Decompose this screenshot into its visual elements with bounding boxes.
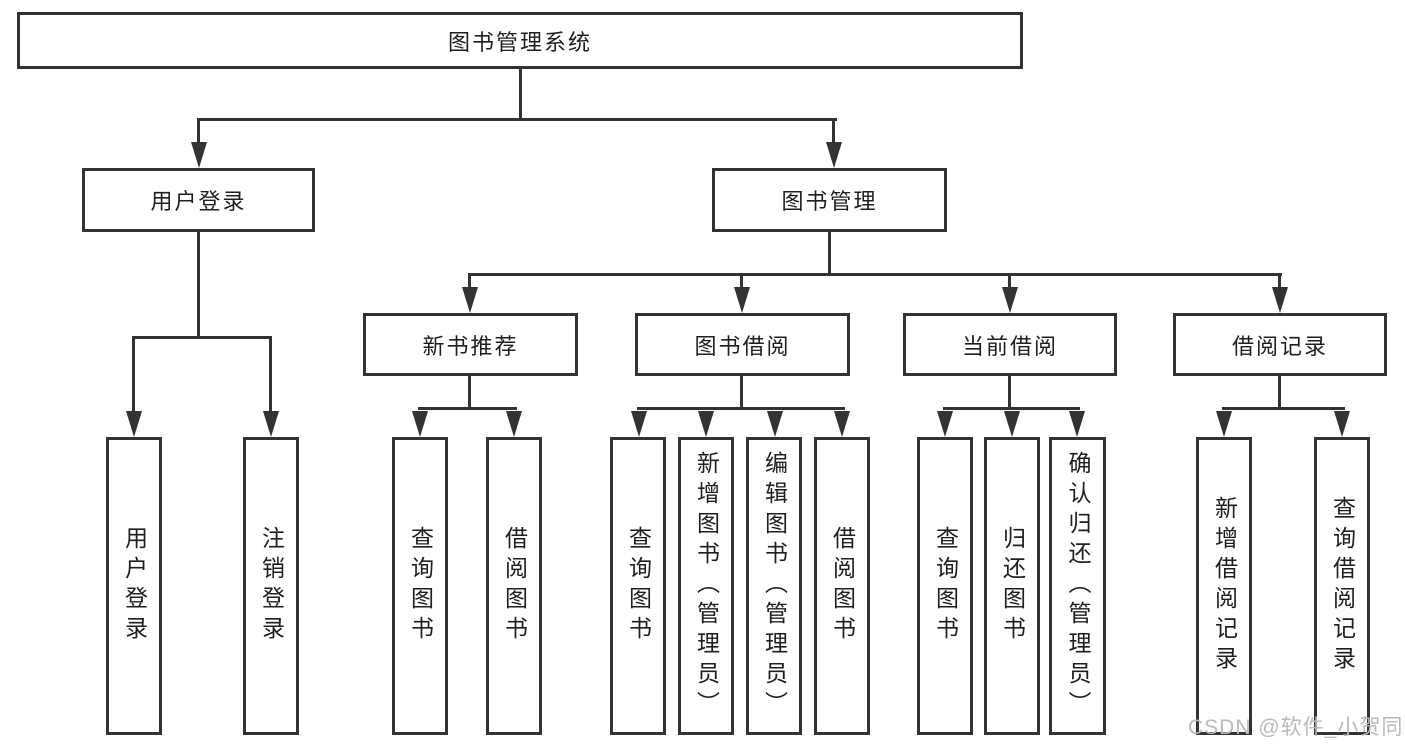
leaf-add-book-admin: 新增图书（管理员）: [678, 437, 734, 735]
leaf-return-book: 归还图书: [984, 437, 1040, 735]
node-label: 当前借阅: [961, 333, 1058, 359]
leaf-edit-book-admin: 编辑图书（管理员）: [746, 437, 802, 735]
node-label: 图书借阅: [694, 333, 791, 359]
connector-line: [418, 407, 517, 410]
leaf-logout-login: 注销登录: [243, 437, 299, 735]
leaf-query-books-current: 查询图书: [917, 437, 973, 735]
node-new-book-recommend: 新书推荐: [363, 313, 578, 376]
arrow-down-icon: [462, 287, 478, 313]
arrow-down-icon: [826, 142, 842, 168]
arrow-down-icon: [734, 287, 750, 313]
arrow-down-icon: [767, 411, 783, 437]
connector-line: [468, 273, 471, 290]
node-user-login: 用户登录: [82, 168, 315, 232]
connector-line: [943, 407, 1080, 410]
leaf-add-borrow-record: 新增借阅记录: [1196, 437, 1252, 735]
connector-line: [828, 232, 831, 275]
arrow-down-icon: [126, 411, 142, 437]
node-label: 查询图书: [407, 526, 434, 646]
node-label: 新增图书（管理员）: [693, 451, 720, 721]
leaf-query-books-borrowing: 查询图书: [610, 437, 666, 735]
connector-line: [1008, 376, 1011, 409]
node-label: 查询借阅记录: [1329, 496, 1356, 676]
connector-line: [1008, 273, 1011, 290]
node-label: 新增借阅记录: [1211, 496, 1238, 676]
connector-line: [832, 118, 835, 145]
leaf-borrow-books: 借阅图书: [814, 437, 870, 735]
connector-line: [637, 407, 845, 410]
connector-line: [469, 273, 1282, 276]
node-book-management: 图书管理: [712, 168, 947, 232]
arrow-down-icon: [1334, 411, 1350, 437]
arrow-down-icon: [834, 411, 850, 437]
arrow-down-icon: [698, 411, 714, 437]
arrow-down-icon: [412, 411, 428, 437]
node-book-borrowing: 图书借阅: [635, 313, 850, 376]
arrow-down-icon: [191, 142, 207, 168]
connector-line: [269, 336, 272, 414]
node-borrowing-records: 借阅记录: [1173, 313, 1387, 376]
node-label: 用户登录: [121, 526, 148, 646]
node-label: 编辑图书（管理员）: [761, 451, 788, 721]
node-label: 图书管理系统: [447, 29, 592, 55]
arrow-down-icon: [937, 411, 953, 437]
node-label: 新书推荐: [422, 333, 519, 359]
node-label: 确认归还（管理员）: [1065, 451, 1091, 721]
node-label: 查询图书: [932, 526, 959, 646]
connector-line: [197, 118, 837, 121]
node-label: 注销登录: [258, 526, 285, 646]
node-label: 用户登录: [150, 189, 247, 214]
connector-line: [1222, 407, 1345, 410]
leaf-query-books-recommend: 查询图书: [392, 437, 448, 735]
node-label: 图书管理: [781, 189, 878, 214]
connector-line: [740, 376, 743, 409]
csdn-watermark: CSDN @软件_小贺同学: [1188, 716, 1405, 739]
arrow-down-icon: [1004, 411, 1020, 437]
node-current-borrowing: 当前借阅: [903, 313, 1117, 376]
node-root: 图书管理系统: [17, 12, 1023, 69]
leaf-user-login: 用户登录: [106, 437, 162, 735]
connector-line: [197, 232, 200, 338]
arrow-down-icon: [1069, 411, 1085, 437]
arrow-down-icon: [506, 411, 522, 437]
connector-line: [1278, 273, 1281, 290]
connector-line: [197, 118, 200, 145]
connector-line: [468, 376, 471, 409]
node-label: 查询图书: [625, 526, 652, 646]
connector-line: [132, 336, 272, 339]
connector-line: [519, 69, 522, 119]
connector-line: [132, 336, 135, 414]
connector-line: [740, 273, 743, 290]
arrow-down-icon: [631, 411, 647, 437]
leaf-borrow-books-recommend: 借阅图书: [486, 437, 542, 735]
leaf-query-borrow-record: 查询借阅记录: [1314, 437, 1370, 735]
node-label: 借阅图书: [829, 526, 856, 646]
arrow-down-icon: [263, 411, 279, 437]
leaf-confirm-return-admin: 确认归还（管理员）: [1049, 437, 1106, 735]
node-label: 借阅图书: [501, 526, 528, 646]
node-label: 借阅记录: [1231, 333, 1328, 359]
arrow-down-icon: [1216, 411, 1232, 437]
node-label: 归还图书: [999, 526, 1026, 646]
arrow-down-icon: [1002, 287, 1018, 313]
connector-line: [1278, 376, 1281, 409]
arrow-down-icon: [1272, 287, 1288, 313]
